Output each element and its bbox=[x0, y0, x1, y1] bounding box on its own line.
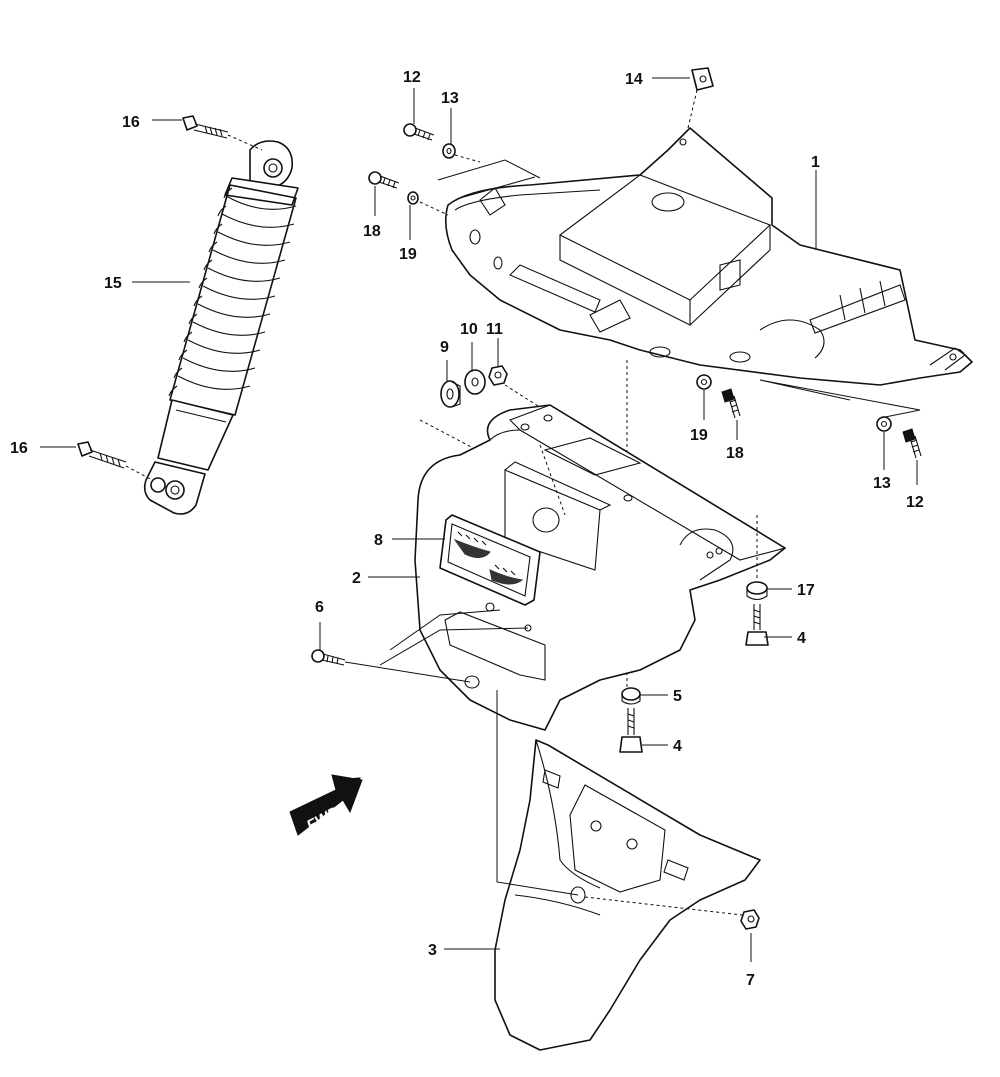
fwd-arrow-icon: FWD bbox=[289, 774, 363, 836]
collar-5[interactable] bbox=[621, 687, 641, 705]
nut-7[interactable] bbox=[584, 896, 760, 930]
nut-11[interactable] bbox=[488, 365, 508, 386]
screw-18-top[interactable] bbox=[368, 171, 400, 189]
callout-13-top: 13 bbox=[441, 90, 459, 107]
assembly-bracket-upper bbox=[437, 159, 541, 199]
callout-6: 6 bbox=[315, 599, 324, 616]
callout-numbers: 1 2 3 4 4 5 6 7 8 9 10 11 12 12 13 13 14… bbox=[10, 69, 924, 989]
bolt-16-bottom[interactable] bbox=[77, 441, 153, 481]
collar-17[interactable] bbox=[746, 581, 768, 601]
callout-5: 5 bbox=[673, 688, 682, 705]
reflector[interactable] bbox=[439, 514, 541, 606]
grommet-9[interactable] bbox=[440, 380, 461, 408]
callout-4-top: 4 bbox=[797, 630, 806, 647]
callout-2: 2 bbox=[352, 570, 361, 587]
callout-12-top: 12 bbox=[403, 69, 421, 86]
callout-15: 15 bbox=[104, 275, 122, 292]
assembly-line-6-to-3 bbox=[496, 690, 579, 896]
screw-6[interactable] bbox=[311, 609, 529, 683]
washer-10[interactable] bbox=[464, 369, 486, 395]
shock-absorber[interactable] bbox=[143, 140, 299, 515]
screw-12-top[interactable] bbox=[403, 123, 435, 141]
bolt-16-top[interactable] bbox=[182, 115, 263, 151]
license-plate-mount[interactable] bbox=[414, 404, 787, 731]
rear-inner-fender[interactable] bbox=[444, 127, 973, 386]
callout-16-top: 16 bbox=[122, 114, 140, 131]
screw-12-bottom[interactable] bbox=[902, 428, 922, 459]
assembly-line-upper bbox=[419, 154, 481, 216]
callout-8: 8 bbox=[374, 532, 383, 549]
callout-18-top: 18 bbox=[363, 223, 381, 240]
washer-19-top[interactable] bbox=[407, 191, 419, 205]
callout-11: 11 bbox=[486, 321, 503, 338]
callout-19-top: 19 bbox=[399, 246, 417, 263]
callout-10: 10 bbox=[460, 321, 478, 338]
washer-13-bottom[interactable] bbox=[876, 416, 892, 432]
callout-1: 1 bbox=[811, 154, 820, 171]
washer-13-top[interactable] bbox=[442, 143, 456, 159]
callout-17: 17 bbox=[797, 582, 815, 599]
screw-18-bottom[interactable] bbox=[721, 388, 741, 419]
bolt-4-bottom[interactable] bbox=[619, 708, 643, 753]
callout-14: 14 bbox=[625, 71, 643, 88]
bolt-4-top[interactable] bbox=[745, 604, 769, 646]
callout-13-bottom: 13 bbox=[873, 475, 891, 492]
callout-16-bottom: 16 bbox=[10, 440, 28, 457]
mudguard[interactable] bbox=[494, 739, 761, 1051]
clip-nut-14[interactable] bbox=[687, 67, 714, 129]
callout-leaders bbox=[40, 77, 918, 962]
callout-19-bottom: 19 bbox=[690, 427, 708, 444]
assembly-line-top-mount bbox=[539, 444, 566, 516]
assembly-bracket-lower bbox=[759, 379, 921, 419]
callout-4-bottom: 4 bbox=[673, 738, 682, 755]
washer-19-bottom[interactable] bbox=[696, 374, 712, 390]
callout-18-bottom: 18 bbox=[726, 445, 744, 462]
callout-3: 3 bbox=[428, 942, 437, 959]
callout-9: 9 bbox=[440, 339, 449, 356]
callout-7: 7 bbox=[746, 972, 755, 989]
callout-12-bottom: 12 bbox=[906, 494, 924, 511]
